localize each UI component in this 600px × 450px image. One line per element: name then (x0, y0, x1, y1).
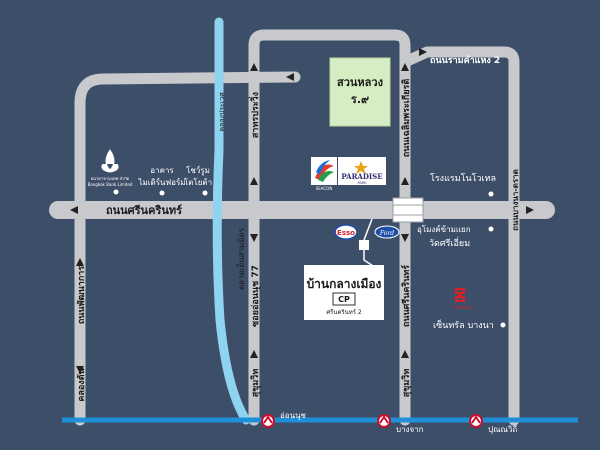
arrow-down-icon (401, 234, 409, 242)
road-left-loop (74, 71, 301, 426)
modernform-marker (159, 190, 165, 196)
bts-station-icon (261, 414, 275, 428)
chalerm-phrakiat-label: ถนนเฉลิมพระเกียรติ (401, 79, 412, 158)
arrow-up-icon (250, 63, 258, 71)
road-ramkhamhaeng-2 (399, 46, 520, 426)
modernform-label-line2: ไมเดิร์นฟอร์ม (137, 177, 185, 187)
arrow-left-icon (70, 206, 78, 214)
central-bangna-label: เซ็นทรัล บางนา (433, 318, 494, 331)
canal (212, 17, 251, 425)
ford-logo: Ford (374, 225, 400, 239)
bts-bangchak-label: บางจาก (396, 425, 424, 434)
park (329, 57, 391, 127)
arrow-up-icon (250, 350, 258, 358)
sathupradit-road-label: สาทรประวิ่ง (248, 92, 261, 138)
bangkok-bank-logo-icon (101, 149, 119, 173)
central-logo-text: Central (453, 305, 471, 311)
central-bangna: Central เซ็นทรัล บางนา (433, 288, 506, 331)
project-callout-line (363, 250, 374, 267)
project-logo-text: CP (338, 295, 350, 304)
bts-punnawithi-label: ปุณณวิถี (488, 425, 517, 434)
esso-logo: Esso (334, 224, 358, 240)
bts-onnut-label: อ่อนนุช (280, 411, 307, 420)
underpass-label: อุโมงค์ข้ามแยก (417, 224, 471, 234)
novotel-marker (488, 191, 494, 197)
central-marker (500, 322, 506, 328)
novotel-label: โรงแรมโนโวเทล (430, 173, 496, 184)
arrow-up-icon (401, 63, 409, 71)
underpass-marker (488, 226, 494, 232)
arrow-down-icon (76, 366, 84, 374)
project-location: บ้านกลางเมือง CP ศรีนครินทร์ 2 (304, 218, 384, 320)
bangkok-bank-label-th: ธนาคารกรุงเทพ จำกัด (91, 176, 130, 182)
bts-station-icon (469, 414, 483, 428)
project-name: บ้านกลางเมือง (307, 277, 382, 291)
toyota-label-line2: โตโยต้า (184, 177, 212, 187)
direction-arrows (70, 48, 534, 374)
ramkhamhaeng-2-label: ถนนรามคำแหง 2 (430, 55, 500, 66)
seacon-logo-text: SEACON (316, 186, 333, 191)
central-logo-icon (454, 288, 466, 302)
bangkok-bank-marker (113, 189, 119, 195)
arrow-down-icon (250, 234, 258, 242)
paradise-logo-text: PARADISE (341, 172, 382, 181)
park-label-line2: ร.๙ (351, 93, 369, 106)
arrow-up-icon (401, 350, 409, 358)
srinakarin-lower-label: ถนนศรีนครินทร์ (400, 265, 412, 327)
bangna-trad-label: ถนนบางนา-ตราด (511, 169, 520, 231)
arrow-up-icon (250, 177, 258, 185)
bts-station-bangchak: บางจาก (377, 414, 424, 434)
arrow-right-icon (526, 206, 534, 214)
project-logo-icon (332, 292, 356, 306)
modernform-label-line1: อาคาร (150, 166, 174, 175)
seacon-logo: SEACON (311, 157, 337, 191)
esso-logo-text: Esso (337, 229, 355, 237)
project-road-link (363, 218, 373, 241)
bts-station-onnut: อ่อนนุช (261, 411, 307, 428)
sukhumvit-left-label: สุขุมวิท (250, 369, 261, 398)
sukhumvit-right-label: สุขุมวิท (401, 369, 412, 398)
paradise-park-logo: PARADISE PARK (338, 157, 386, 185)
arrow-up-icon (76, 258, 84, 266)
bangkok-bank-label-en: Bangkok Bank Limited (88, 182, 133, 187)
bts-station-punnawithi: ปุณณวิถี (469, 414, 517, 434)
road-network (49, 29, 555, 426)
project-branch: ศรีนครินทร์ 2 (326, 308, 362, 316)
project-site-marker (359, 240, 369, 250)
arrow-up-icon (401, 177, 409, 185)
bangkok-bank: ธนาคารกรุงเทพ จำกัด Bangkok Bank Limited (88, 149, 133, 195)
road-sathupradit (248, 29, 411, 426)
ford-logo-text: Ford (379, 230, 394, 237)
taladyen-label: ตลาดเย็นสามมิตร (236, 227, 246, 290)
khlong-tan-label: คลองตัน (76, 367, 87, 401)
toyota-label-line1: โชว์รูม (186, 165, 210, 176)
canal-label: คลองประเวศ (218, 92, 226, 132)
park-label-line1: สวนหลวง (337, 76, 383, 89)
overpass (392, 197, 424, 223)
bts-station-icon (377, 414, 391, 428)
sukhumvit-77-label: ซอยอ่อนนุช 77 (250, 265, 261, 327)
pattanakarn-label: ถนนพัฒนาการ (76, 266, 87, 325)
toyota-marker (202, 190, 208, 196)
arrow-right-icon (419, 48, 427, 56)
paradise-sub-text: PARK (357, 181, 367, 185)
arrow-left-icon (286, 73, 294, 81)
wat-label: วัดศรีเอี่ยม (429, 236, 470, 249)
srinakarin-road-label: ถนนศรีนครินทร์ (106, 204, 182, 217)
